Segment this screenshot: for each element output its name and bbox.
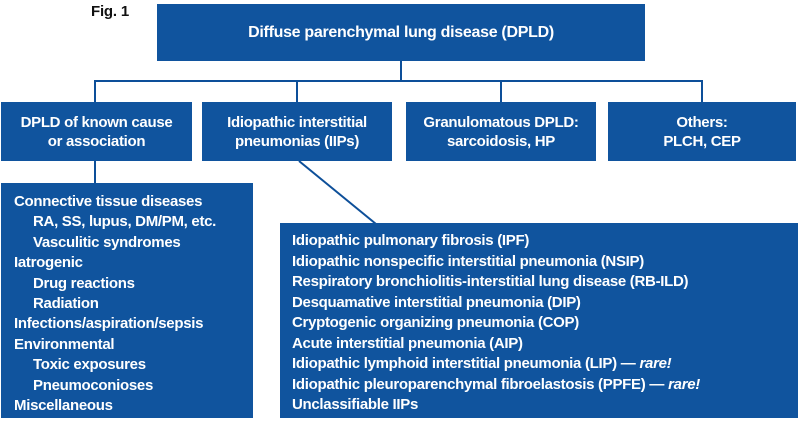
known-cause-list-item: Radiation (14, 294, 253, 314)
branch-label-line: Granulomatous DPLD: (423, 113, 579, 131)
branch-label-line: sarcoidosis, HP (446, 132, 556, 150)
list-item-text: Radiation (33, 295, 99, 313)
list-item-rare-note (648, 253, 652, 270)
list-item-text: Cryptogenic organizing pneumonia (COP) (292, 314, 579, 331)
iip-list-item: Desquamative interstitial pneumonia (DIP… (292, 293, 798, 314)
list-item-text: Pneumoconioses (33, 376, 153, 394)
iip-list-item: Idiopathic nonspecific interstitial pneu… (292, 252, 798, 273)
list-item-text: Idiopathic nonspecific interstitial pneu… (292, 252, 644, 270)
connector-drop-iips (296, 81, 298, 102)
iip-list-item: Unclassifiable IIPs (292, 395, 798, 416)
connector-drop-known-cause (94, 81, 96, 102)
figure-label: Fig. 1 (91, 3, 129, 20)
list-item-text: Idiopathic pulmonary fibrosis (IPF) (292, 232, 530, 249)
list-item-rare-note (692, 273, 696, 290)
connector-drop-others (701, 81, 703, 102)
iip-list: Idiopathic pulmonary fibrosis (IPF) Idio… (280, 223, 798, 418)
branch-label-line: PLCH, CEP (663, 132, 741, 150)
list-item-text: Idiopathic pleuroparenchymal fibroelasto… (292, 375, 646, 393)
known-cause-list-item: Pneumoconioses (14, 376, 253, 396)
list-item-text: Connective tissue diseases (14, 193, 203, 210)
node-dpld-root-label: Diffuse parenchymal lung disease (DPLD) (248, 23, 554, 41)
iip-list-item: Idiopathic pulmonary fibrosis (IPF) (292, 231, 798, 252)
list-item-rare-note (527, 335, 531, 352)
list-item-text: Desquamative interstitial pneumonia (DIP… (292, 293, 581, 311)
node-idiopathic-interstitial-pneumonias: Idiopathic interstitial pneumonias (IIPs… (202, 102, 392, 161)
branch-label-line: Others: (676, 113, 728, 131)
known-cause-list-item: Connective tissue diseases (14, 192, 253, 212)
known-cause-list-item: Vasculitic syndromes (14, 233, 253, 253)
branch-label-line: pneumonias (IIPs) (234, 132, 360, 150)
iip-list-item: Respiratory bronchiolitis-interstitial l… (292, 272, 798, 293)
list-item-rare-note (533, 232, 537, 249)
known-cause-list-item: Toxic exposures (14, 355, 253, 375)
connector-drop-granulomatous (500, 81, 502, 102)
list-item-text: Toxic exposures (33, 356, 146, 374)
branch-label-line: DPLD of known cause (20, 113, 173, 131)
known-cause-list-item: Environmental (14, 335, 253, 355)
list-item-rare-note: rare! (639, 355, 672, 372)
branch-label-line: Idiopathic interstitial (227, 113, 367, 131)
branch-label-line: or association (47, 132, 146, 150)
list-item-rare-note (422, 396, 426, 413)
node-dpld-root: Diffuse parenchymal lung disease (DPLD) (157, 4, 645, 61)
known-cause-list-item: RA, SS, lupus, DM/PM, etc. (14, 212, 253, 232)
list-item-rare-note (585, 294, 589, 311)
known-cause-list-item: Miscellaneous (14, 396, 253, 416)
known-cause-list-item: Infections/aspiration/sepsis (14, 314, 253, 334)
node-granulomatous-dpld: Granulomatous DPLD: sarcoidosis, HP (406, 102, 596, 161)
connector-known-cause-to-list (94, 161, 96, 183)
connector-horizontal-bar (94, 80, 703, 82)
list-item-text: Drug reactions (33, 274, 135, 292)
list-item-text: Environmental (14, 335, 115, 353)
iip-list-item: Acute interstitial pneumonia (AIP) (292, 334, 798, 355)
list-item-text: Idiopathic lymphoid interstitial pneumon… (292, 355, 617, 372)
list-item-dash (581, 294, 585, 311)
iip-list-item: Idiopathic lymphoid interstitial pneumon… (292, 354, 798, 375)
list-item-text: Vasculitic syndromes (33, 233, 181, 251)
node-others: Others: PLCH, CEP (608, 102, 796, 161)
list-item-text: Miscellaneous (14, 397, 113, 415)
known-cause-list: Connective tissue diseases RA, SS, lupus… (1, 183, 253, 418)
list-item-text: Iatrogenic (14, 254, 83, 272)
list-item-text: RA, SS, lupus, DM/PM, etc. (33, 213, 217, 231)
list-item-text: Infections/aspiration/sepsis (14, 315, 204, 333)
node-dpld-known-cause: DPLD of known cause or association (1, 102, 192, 161)
connector-root-stub (400, 61, 402, 81)
list-item-dash: — (620, 355, 636, 372)
known-cause-list-item: Drug reactions (14, 274, 253, 294)
known-cause-list-item: Iatrogenic (14, 253, 253, 273)
list-item-text: Acute interstitial pneumonia (AIP) (292, 334, 523, 352)
list-item-text: Respiratory bronchiolitis-interstitial l… (292, 273, 689, 290)
iip-list-item: Idiopathic pleuroparenchymal fibroelasto… (292, 375, 798, 396)
list-item-rare-note (583, 314, 587, 331)
list-item-text: Unclassifiable IIPs (292, 396, 419, 413)
list-item-dash: — (649, 375, 665, 393)
list-item-rare-note: rare! (668, 375, 700, 393)
iip-list-item: Cryptogenic organizing pneumonia (COP) (292, 313, 798, 334)
